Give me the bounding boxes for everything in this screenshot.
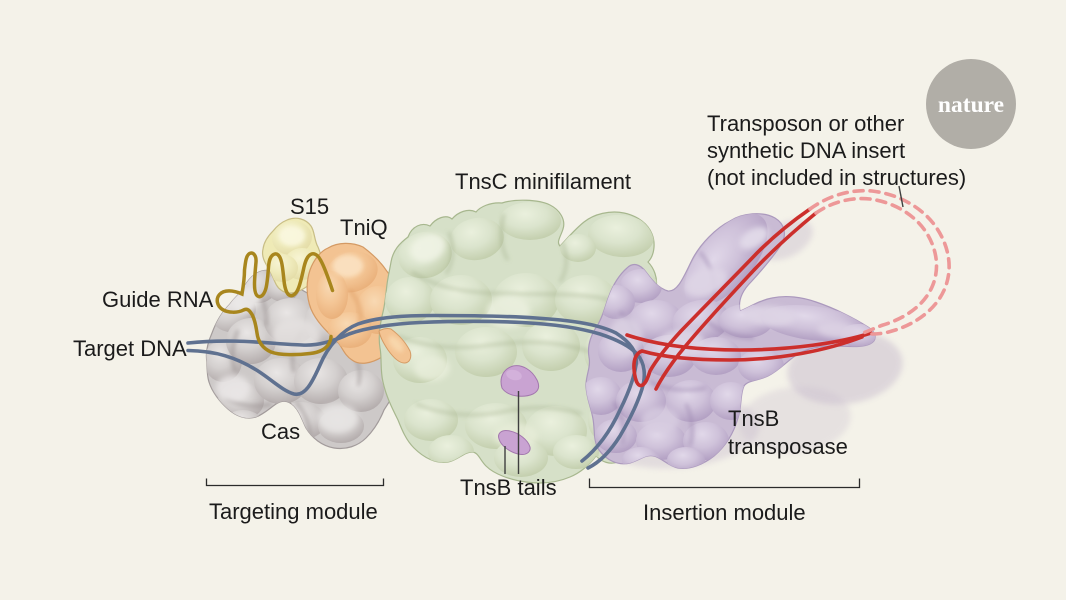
svg-text:synthetic DNA insert: synthetic DNA insert (707, 138, 905, 163)
svg-text:Insertion module: Insertion module (643, 500, 806, 525)
svg-text:TnsB tails: TnsB tails (460, 475, 557, 500)
svg-text:S15: S15 (290, 194, 329, 219)
svg-text:Targeting module: Targeting module (209, 499, 378, 524)
svg-text:TnsC minifilament: TnsC minifilament (455, 169, 631, 194)
svg-text:TnsB: TnsB (728, 406, 779, 431)
svg-text:Guide RNA: Guide RNA (102, 287, 214, 312)
svg-text:transposase: transposase (728, 434, 848, 459)
svg-text:Target DNA: Target DNA (73, 336, 187, 361)
svg-text:Transposon or other: Transposon or other (707, 111, 904, 136)
svg-text:TniQ: TniQ (340, 215, 388, 240)
svg-text:(not included in structures): (not included in structures) (707, 165, 966, 190)
svg-text:nature: nature (938, 92, 1004, 118)
svg-text:Cas: Cas (261, 419, 300, 444)
